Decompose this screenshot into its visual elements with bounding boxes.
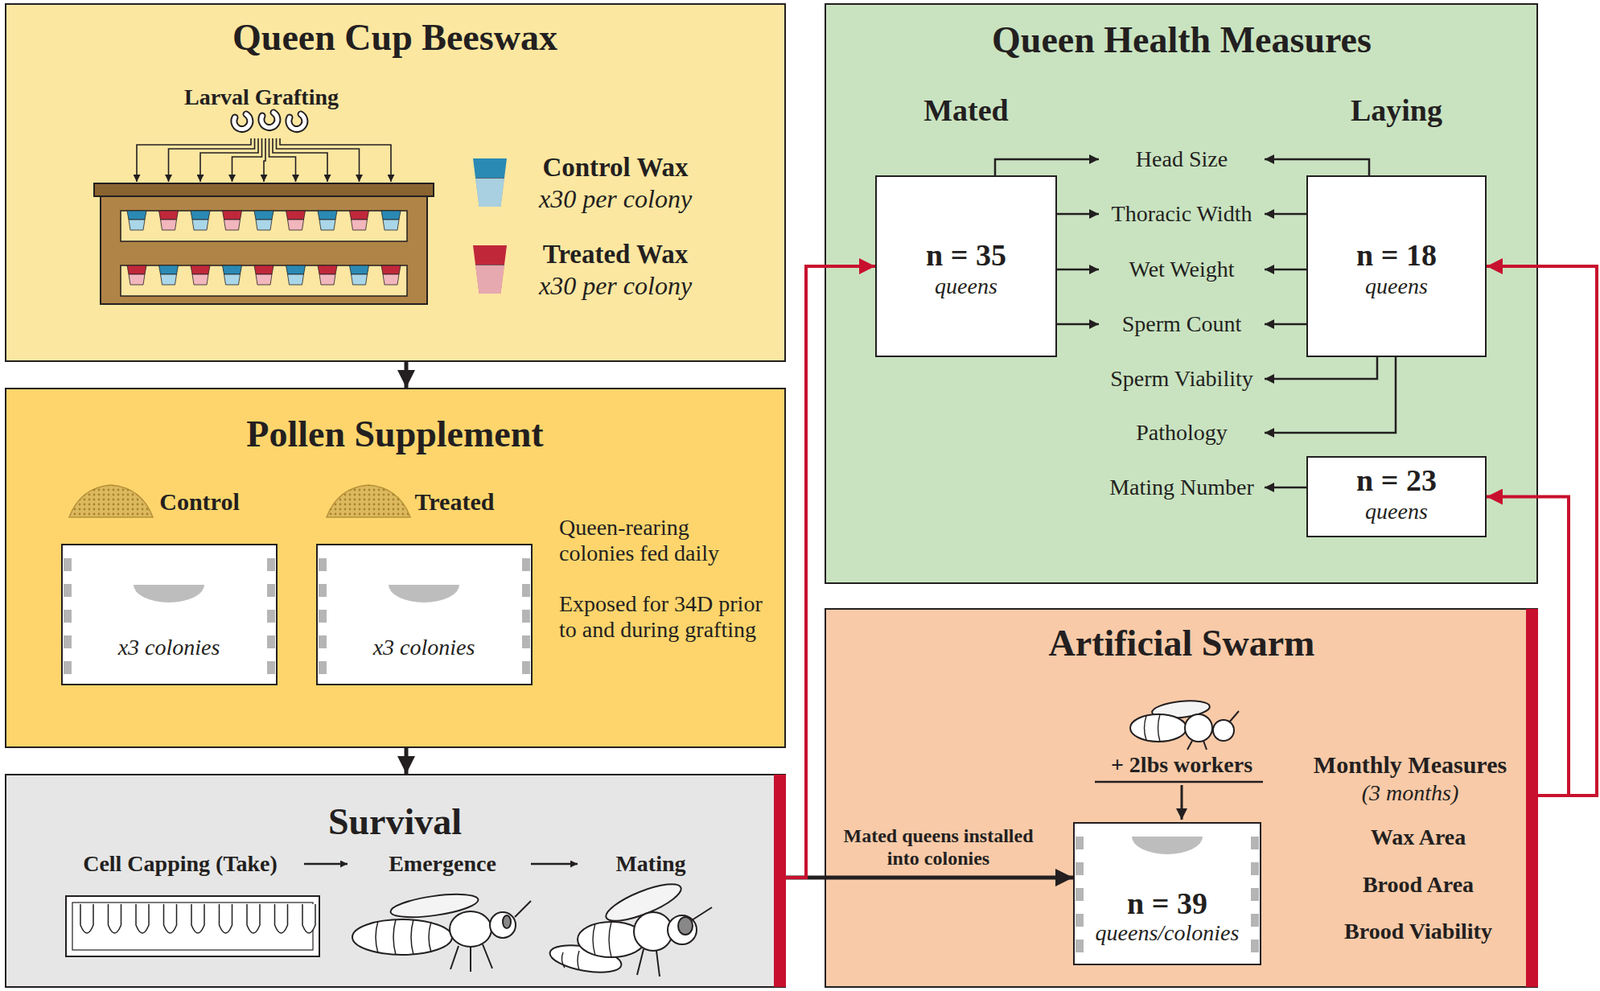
section-title: Artificial Swarm bbox=[1048, 622, 1316, 666]
colony-count: x3 colonies bbox=[373, 634, 476, 661]
group-heading: Control bbox=[159, 488, 239, 517]
queen-bee bbox=[352, 889, 531, 972]
measure-node: Wet Weight bbox=[1098, 255, 1265, 284]
worker-bee bbox=[1130, 698, 1239, 750]
add-arrow bbox=[1180, 785, 1184, 820]
group-heading: Laying bbox=[1350, 93, 1443, 129]
legend-text: Treated Wax bbox=[542, 239, 689, 271]
connector bbox=[1264, 323, 1307, 326]
queen-sample-box: n = 23queens bbox=[1306, 456, 1487, 538]
measure-node: Thoracic Width bbox=[1098, 199, 1265, 229]
frame-ends bbox=[63, 558, 1259, 953]
measure-text: Mating Number bbox=[1108, 474, 1255, 501]
annotation: Larval Grafting bbox=[184, 84, 339, 111]
connector bbox=[1264, 357, 1396, 433]
measure-heading: Monthly Measures bbox=[1313, 751, 1507, 780]
queen-cups bbox=[127, 210, 401, 285]
connector bbox=[1264, 357, 1378, 379]
red-bar bbox=[773, 774, 786, 988]
rule-line bbox=[1094, 781, 1263, 784]
measure-item: Brood Viability bbox=[1344, 918, 1493, 945]
section-title: Queen Cup Beeswax bbox=[232, 16, 558, 60]
connector bbox=[785, 266, 876, 878]
measure-text: Pathology bbox=[1108, 419, 1255, 446]
step-label: Mating bbox=[615, 851, 686, 877]
sample-size: n = 23 bbox=[1356, 463, 1437, 499]
connector bbox=[1264, 159, 1370, 176]
measure-text: Sperm Count bbox=[1108, 311, 1255, 338]
edge-label: Mated queens installed into colonies bbox=[831, 825, 1045, 870]
section-title: Survival bbox=[328, 801, 462, 844]
larvae bbox=[234, 112, 305, 130]
connector bbox=[1057, 213, 1099, 216]
note-text: Queen-rearing colonies fed daily bbox=[559, 514, 767, 567]
connector bbox=[1264, 486, 1307, 490]
measure-node: Sperm Count bbox=[1098, 309, 1265, 339]
section-title: Pollen Supplement bbox=[246, 413, 543, 457]
queen-cells bbox=[80, 904, 316, 934]
connector bbox=[404, 361, 409, 388]
cell-strip bbox=[65, 896, 320, 957]
measure-text: Thoracic Width bbox=[1108, 201, 1255, 227]
section-panel: Queen Health MeasuresMatedn = 35queensLa… bbox=[824, 3, 1539, 585]
section-panel: Pollen SupplementControlx3 coloniesTreat… bbox=[4, 387, 786, 749]
legend-text: Control Wax bbox=[542, 152, 688, 184]
sample-size: n = 18 bbox=[1356, 238, 1437, 274]
group-heading: Treated bbox=[415, 488, 495, 517]
sample-unit: queens bbox=[934, 273, 998, 300]
cup-count: x30 per colony bbox=[538, 184, 692, 214]
connector bbox=[785, 876, 1074, 881]
step-label: Emergence bbox=[388, 851, 497, 877]
colony-box: Treatedx3 colonies bbox=[316, 543, 533, 686]
connector bbox=[1057, 323, 1099, 326]
connector bbox=[1057, 268, 1099, 272]
sample-size: n = 39 bbox=[1126, 886, 1208, 922]
sample-size: n = 35 bbox=[925, 238, 1007, 274]
measure-text: Sperm Viability bbox=[1108, 366, 1255, 392]
colony-count: x3 colonies bbox=[118, 634, 221, 661]
measure-node: Head Size bbox=[1098, 144, 1265, 174]
sample-unit: queens bbox=[1365, 498, 1428, 525]
sample-unit: queens/colonies bbox=[1095, 920, 1240, 947]
grafting-frame bbox=[94, 183, 434, 305]
cup-count: x30 per colony bbox=[538, 271, 692, 301]
connector bbox=[1264, 268, 1307, 272]
connector bbox=[1264, 213, 1307, 216]
connector bbox=[995, 159, 1099, 176]
measure-node: Sperm Viability bbox=[1098, 364, 1265, 394]
group-heading: Mated bbox=[923, 93, 1009, 129]
measure-item: Brood Area bbox=[1362, 871, 1474, 898]
measure-item: Wax Area bbox=[1370, 824, 1466, 851]
measure-text: Wet Weight bbox=[1108, 256, 1255, 283]
sample-unit: queens bbox=[1365, 273, 1428, 300]
pollen-pile bbox=[69, 485, 411, 518]
note-text: Exposed for 34D prior to and during graf… bbox=[559, 591, 767, 643]
red-bar bbox=[1525, 608, 1539, 988]
grafting-arrows bbox=[136, 138, 391, 182]
step-label: Cell Capping (Take) bbox=[82, 851, 278, 877]
colony-comb bbox=[133, 584, 1203, 855]
measure-text: Head Size bbox=[1108, 146, 1255, 173]
mating-bees bbox=[547, 876, 712, 977]
measure-note: (3 months) bbox=[1361, 780, 1460, 807]
queen-sample-box: Layingn = 18queens bbox=[1306, 175, 1487, 358]
connector bbox=[404, 748, 409, 774]
section-title: Queen Health Measures bbox=[991, 19, 1372, 62]
annotation: + 2lbs workers bbox=[1110, 752, 1253, 778]
connector bbox=[1486, 266, 1597, 796]
colony-box: Controlx3 colonies bbox=[61, 543, 278, 686]
queen-sample-box: Matedn = 35queens bbox=[875, 175, 1058, 358]
measure-node: Pathology bbox=[1098, 418, 1265, 448]
measure-node: Mating Number bbox=[1098, 473, 1265, 502]
connector bbox=[1486, 497, 1569, 797]
